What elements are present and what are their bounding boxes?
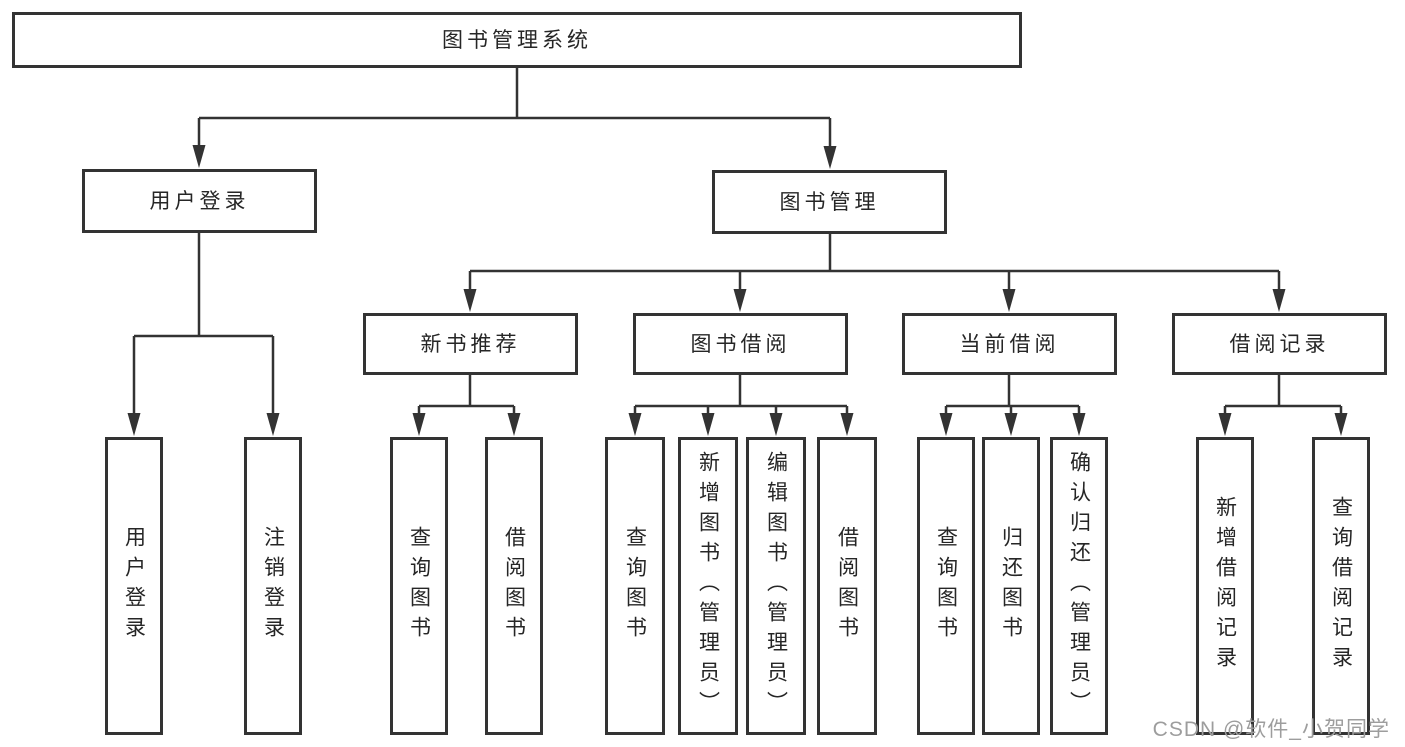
node-book-management: 图书管理	[712, 170, 947, 234]
node-root: 图书管理系统	[12, 12, 1022, 68]
leaf-add-borrow-record: 新增借阅记录	[1196, 437, 1254, 735]
node-new-book-recommend: 新书推荐	[363, 313, 578, 375]
leaf-query-books-current: 查询图书	[917, 437, 975, 735]
watermark-text: CSDN @软件_小贺同学	[1152, 718, 1390, 741]
leaf-confirm-return-admin: 确认归还（管理员）	[1050, 437, 1108, 735]
leaf-logout: 注销登录	[244, 437, 302, 735]
leaf-user-login: 用户登录	[105, 437, 163, 735]
node-current-borrow: 当前借阅	[902, 313, 1117, 375]
leaf-borrow-books: 借阅图书	[817, 437, 877, 735]
leaf-query-books-recommend: 查询图书	[390, 437, 448, 735]
node-user-login: 用户登录	[82, 169, 317, 233]
leaf-add-book-admin: 新增图书（管理员）	[678, 437, 738, 735]
node-book-borrow: 图书借阅	[633, 313, 848, 375]
leaf-return-book: 归还图书	[982, 437, 1040, 735]
node-borrow-records: 借阅记录	[1172, 313, 1387, 375]
leaf-query-books-borrow: 查询图书	[605, 437, 665, 735]
leaf-borrow-books-recommend: 借阅图书	[485, 437, 543, 735]
leaf-edit-book-admin: 编辑图书（管理员）	[746, 437, 806, 735]
leaf-query-borrow-record: 查询借阅记录	[1312, 437, 1370, 735]
